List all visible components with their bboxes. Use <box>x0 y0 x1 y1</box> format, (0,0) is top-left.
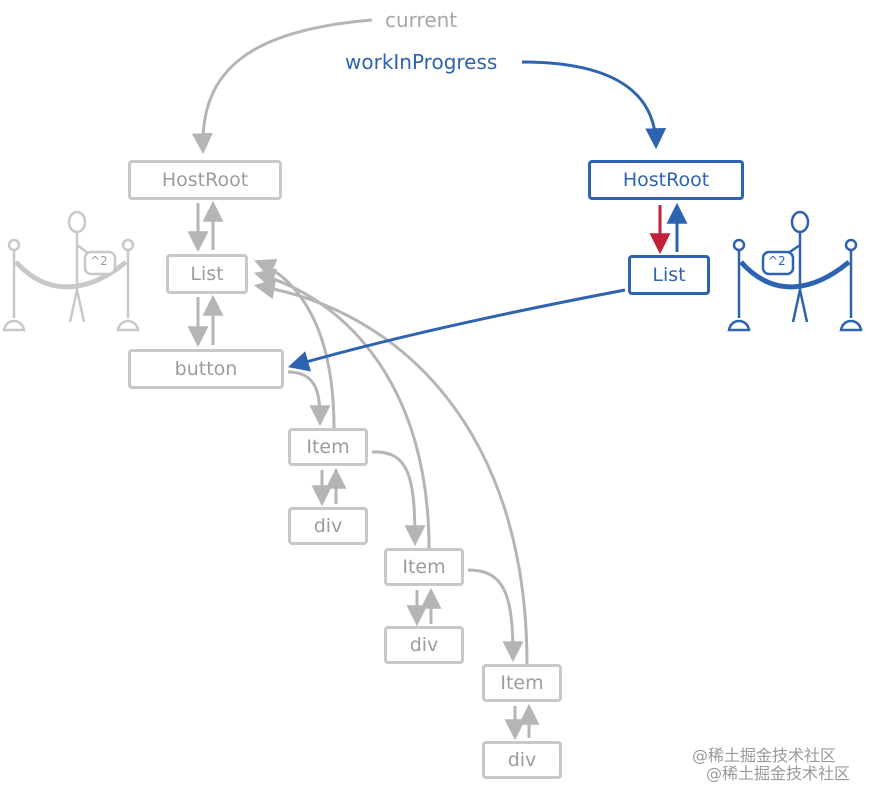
left-barrier-icon <box>2 210 140 332</box>
div-node-2: div <box>384 626 464 664</box>
current-list-node: List <box>166 254 248 294</box>
right-badge: ^2 <box>768 254 786 268</box>
item-node-2: Item <box>384 548 464 586</box>
watermark-text-shadow: @稀土掘金技术社区 <box>706 764 851 783</box>
wip-hostroot-node: HostRoot <box>588 160 744 200</box>
current-hostroot-node: HostRoot <box>128 160 282 200</box>
wip-list-alternate-arrow <box>287 288 626 372</box>
item-node-1: Item <box>288 428 368 466</box>
div-node-3: div <box>482 741 562 779</box>
left-badge: ^2 <box>90 254 108 268</box>
wip-list-node: List <box>628 255 710 295</box>
current-pointer-arrow <box>191 18 373 155</box>
wip-label: workInProgress <box>345 50 498 74</box>
current-label: current <box>385 8 458 32</box>
item2-sibling-arrow <box>467 568 524 663</box>
wip-pointer-arrow <box>521 60 667 150</box>
div-node-1: div <box>288 507 368 545</box>
item2-return-arrow <box>253 268 431 549</box>
button-sibling-arrow <box>287 370 331 427</box>
item3-return-arrow <box>253 278 529 665</box>
watermark-text: @稀土掘金技术社区 <box>692 746 837 765</box>
right-barrier-icon <box>727 210 863 332</box>
item-node-3: Item <box>482 664 562 702</box>
current-button-node: button <box>128 349 284 389</box>
item1-sibling-arrow <box>371 450 426 547</box>
